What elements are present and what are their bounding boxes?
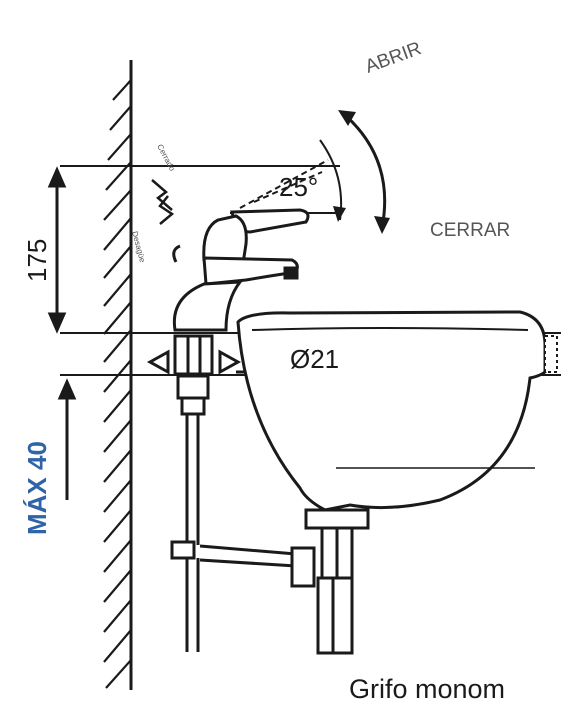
close-arrow-head: [374, 216, 390, 234]
lever-down-note: Desagüe: [130, 230, 147, 264]
rotation-arc: [343, 113, 387, 229]
drain-trap: [170, 526, 354, 655]
open-label: ABRIR: [363, 38, 425, 78]
basin: [236, 310, 558, 530]
open-arrow-head: [338, 110, 356, 126]
angle-arrow-head: [333, 206, 346, 222]
faucet: [172, 208, 310, 332]
lever-hint-arrows: [151, 179, 175, 225]
height-dimension: [47, 166, 67, 334]
close-label: CERRAR: [430, 220, 510, 241]
max-label: MÁX 40: [22, 441, 52, 535]
diameter-label: Ø21: [290, 344, 339, 374]
caption: Grifo monom: [349, 674, 506, 704]
max-dimension-arrow: [57, 378, 77, 500]
faucet-shank: [146, 334, 242, 545]
angle-label: 25°: [279, 172, 318, 202]
lever-up-note: Cerrado: [155, 143, 177, 173]
height-label: 175: [22, 239, 52, 282]
